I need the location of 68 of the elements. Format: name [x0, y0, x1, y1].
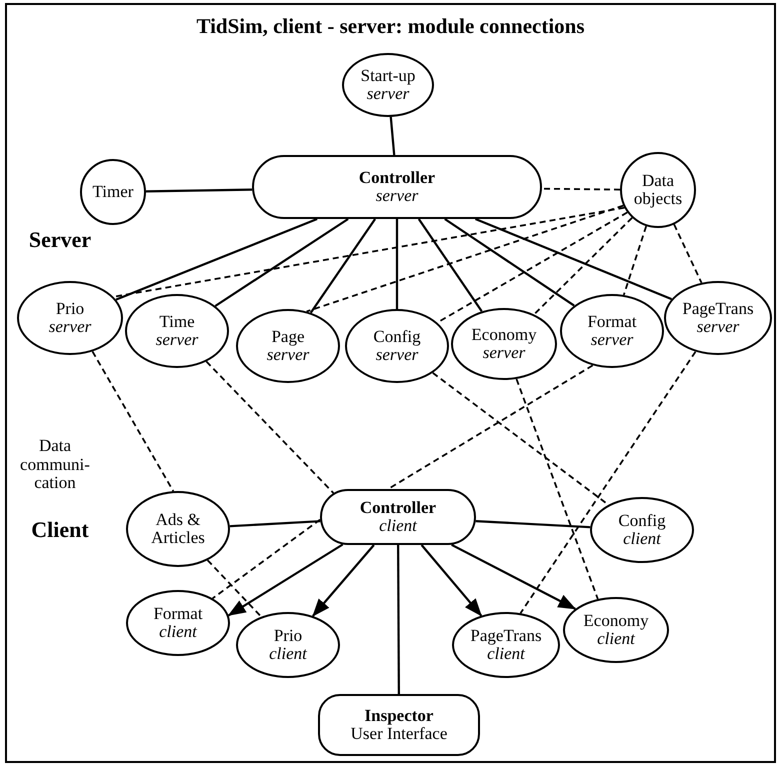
section-label: Server	[28, 228, 92, 252]
module-role: server	[482, 344, 526, 362]
dashed-connector	[622, 226, 648, 296]
module-role: client	[378, 517, 418, 535]
module-name: Format	[586, 313, 638, 331]
module-role: client	[268, 645, 308, 663]
connector	[476, 520, 590, 528]
module-name: PageTrans	[469, 627, 543, 645]
arrow	[451, 544, 576, 610]
module-role: server	[376, 346, 418, 364]
module-role: server	[266, 346, 310, 364]
module-name: Time	[158, 313, 196, 331]
module-ellipse	[125, 294, 229, 368]
module-role: server	[48, 318, 92, 336]
connector	[418, 218, 483, 312]
connector	[390, 116, 396, 156]
module-name: Controller	[358, 499, 438, 517]
module-name: Config	[617, 512, 667, 530]
module-name: Economy	[470, 326, 538, 344]
connector	[230, 520, 320, 528]
connector	[116, 218, 318, 301]
connector	[396, 219, 398, 309]
section-label: Client	[31, 518, 89, 542]
module-ellipse	[560, 294, 664, 368]
arrow	[312, 544, 375, 617]
arrow	[420, 544, 482, 616]
module-name: Controller	[358, 169, 436, 187]
module-role: server	[366, 85, 410, 103]
module-name: Economy	[582, 612, 650, 630]
module-role: server	[374, 187, 420, 205]
connector	[444, 218, 575, 307]
module-name: Config	[372, 328, 422, 346]
arrow	[228, 544, 344, 616]
module-name: Timer	[92, 183, 134, 201]
module-role: server	[696, 318, 740, 336]
dashed-connector	[113, 206, 625, 298]
module-role: server	[590, 331, 634, 349]
connector	[146, 188, 252, 192]
module-role: client	[623, 530, 662, 548]
module-name: Start-up	[360, 67, 416, 85]
dashed-connector	[673, 224, 702, 284]
module-name: Page	[270, 328, 306, 346]
diagram-title: TidSim, client - server: module connections	[195, 14, 586, 39]
module-role: client	[158, 623, 198, 641]
dashed-connector	[542, 188, 620, 190]
dashed-connector	[516, 378, 599, 600]
dashed-connector	[212, 518, 321, 600]
dashed-connector	[388, 364, 594, 490]
module-name: Prio	[272, 627, 304, 645]
connector	[474, 218, 672, 300]
module-role: client	[487, 645, 526, 663]
connector	[397, 545, 400, 694]
module-name: Inspector	[364, 707, 434, 725]
module-name: Data objects	[632, 172, 684, 208]
section-label: Data communi- cation	[19, 436, 91, 494]
dashed-connector	[92, 351, 174, 492]
module-name: Ads & Articles	[150, 511, 206, 547]
module-name: Prio	[54, 300, 86, 318]
dashed-connector	[206, 360, 334, 494]
module-role: client	[597, 630, 636, 648]
module-role: server	[154, 331, 200, 349]
module-name: Format	[152, 605, 204, 623]
interface-box	[318, 694, 480, 756]
connector	[310, 218, 376, 314]
connector	[214, 218, 349, 307]
module-name: PageTrans	[681, 300, 755, 318]
module-role: User Interface	[350, 725, 448, 743]
dashed-connector	[520, 351, 696, 614]
